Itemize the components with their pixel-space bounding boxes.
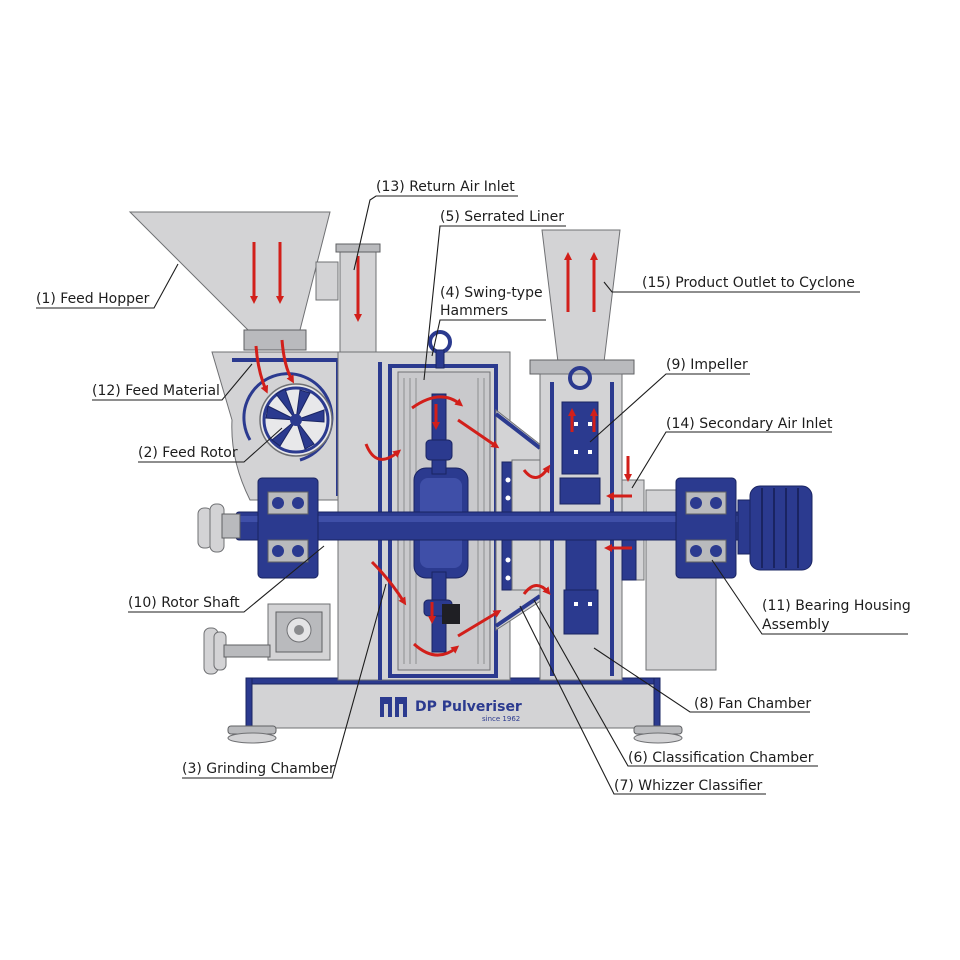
label-fan-chamber: (8) Fan Chamber [694, 696, 811, 712]
label-classification-chamber: (6) Classification Chamber [628, 750, 814, 766]
lower-motor [267, 603, 331, 661]
label-product-outlet: (15) Product Outlet to Cyclone [642, 275, 855, 291]
label-secondary-air-inlet: (14) Secondary Air Inlet [666, 416, 833, 432]
base-frame [227, 677, 683, 744]
label-bearing-housing-2: Assembly [762, 617, 829, 633]
left-bearing-housing [257, 477, 319, 579]
airflow-arrows [250, 242, 632, 657]
right-drive-pulley [737, 485, 813, 571]
left-pulley [197, 503, 241, 553]
lower-pulley [203, 627, 271, 675]
brand-tagline: since 1962 [482, 715, 520, 723]
label-feed-hopper: (1) Feed Hopper [36, 291, 150, 307]
brand-name: DP Pulveriser [415, 699, 522, 715]
product-outlet [529, 229, 635, 375]
feed-hopper [128, 211, 331, 351]
feed-rotor-housing [211, 261, 341, 501]
brand-plate: DP Pulveriser since 1962 [380, 697, 522, 723]
machine: DP Pulveriser since 1962 [128, 211, 813, 744]
label-rotor-shaft: (10) Rotor Shaft [128, 595, 240, 611]
label-whizzer-classifier: (7) Whizzer Classifier [614, 778, 763, 794]
feed-rotor-vanes [265, 388, 325, 450]
right-bearing-housing [675, 477, 737, 579]
label-swing-hammers-1: (4) Swing-type [440, 285, 543, 301]
label-grinding-chamber: (3) Grinding Chamber [182, 761, 335, 777]
leader-lines [36, 195, 908, 795]
label-serrated-liner: (5) Serrated Liner [440, 209, 564, 225]
label-impeller: (9) Impeller [666, 357, 748, 373]
label-return-air-inlet: (13) Return Air Inlet [376, 179, 515, 195]
label-feed-material: (12) Feed Material [92, 383, 220, 399]
part-labels: (1) Feed Hopper (12) Feed Material (2) F… [36, 179, 911, 794]
label-feed-rotor: (2) Feed Rotor [138, 445, 238, 461]
label-bearing-housing-1: (11) Bearing Housing [762, 598, 911, 614]
label-swing-hammers-2: Hammers [440, 303, 508, 319]
